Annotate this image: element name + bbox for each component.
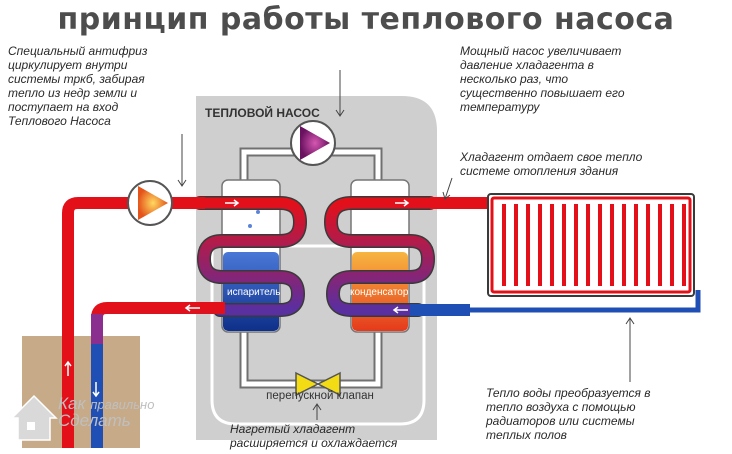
- callout-lines: [177, 70, 635, 420]
- condenser-coil: [323, 196, 437, 317]
- bypass-valve-label: перепускной клапан: [266, 390, 374, 402]
- house-logo-icon: [10, 394, 58, 441]
- inner-panel-outline: [210, 244, 426, 426]
- evaporator-coil: [193, 196, 308, 317]
- condenser-label: конденсатор: [350, 287, 409, 298]
- ground-loop-hot: [62, 197, 205, 448]
- diagram-title: принцип работы теплового насоса: [57, 2, 675, 37]
- flow-arrows: [64, 199, 410, 398]
- heating-return-pipe: [410, 290, 701, 313]
- radiator: [487, 193, 695, 297]
- brand-watermark: Как правильно Сделать: [58, 394, 155, 430]
- radiator-fins: [502, 204, 686, 286]
- bypass-valve-icon: [295, 371, 341, 397]
- heat-pump-label: ТЕПЛОВОЙ НАСОС: [205, 105, 320, 120]
- evaporator-label: испаритель: [227, 287, 280, 298]
